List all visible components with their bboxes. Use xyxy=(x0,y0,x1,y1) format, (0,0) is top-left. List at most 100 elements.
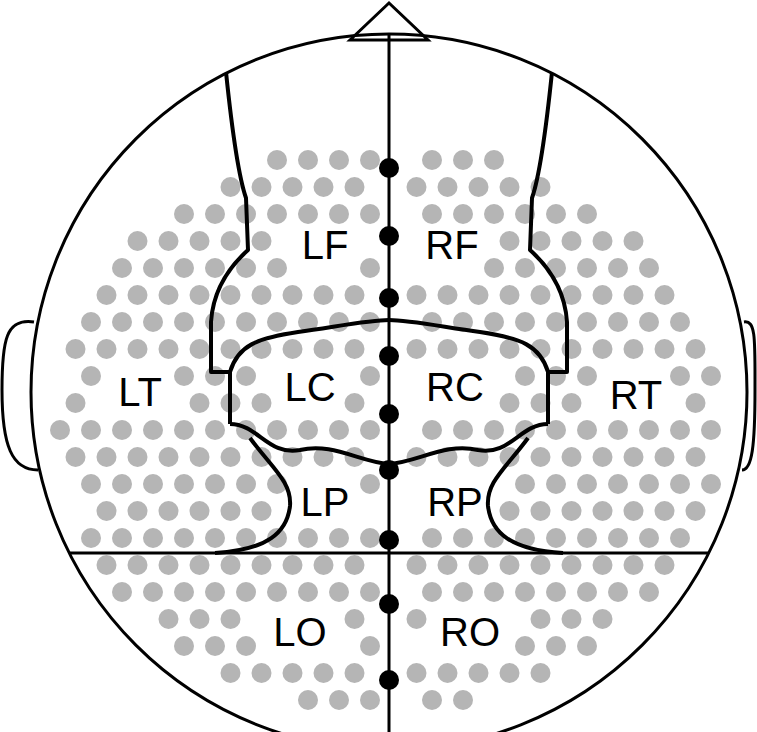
electrode-dot xyxy=(345,339,365,359)
electrode-dot xyxy=(577,636,597,656)
electrode-dot xyxy=(670,366,690,386)
electrode-dot xyxy=(81,528,101,548)
region-label: RP xyxy=(427,482,483,522)
electrode-dot xyxy=(81,366,101,386)
electrode-dot xyxy=(81,312,101,332)
electrode-dot xyxy=(236,474,256,494)
electrode-dot xyxy=(438,555,458,575)
electrode-dot xyxy=(298,690,318,710)
electrode-dot xyxy=(314,339,334,359)
electrode-dot xyxy=(546,204,566,224)
electrode-dot xyxy=(593,501,613,521)
electrode-dot xyxy=(128,555,148,575)
electrode-dot xyxy=(608,312,628,332)
electrode-dot xyxy=(453,528,473,548)
electrode-dot xyxy=(112,582,132,602)
electrode-dot xyxy=(190,501,210,521)
electrode-dot xyxy=(484,312,504,332)
electrode-dot xyxy=(407,609,427,629)
electrode-dot xyxy=(205,204,225,224)
region-label: LT xyxy=(118,372,162,412)
electrode-dot xyxy=(298,204,318,224)
electrode-dot xyxy=(577,258,597,278)
electrode-dot xyxy=(686,501,706,521)
electrode-dot xyxy=(608,528,628,548)
electrode-dot xyxy=(97,447,117,467)
electrode-dot xyxy=(438,285,458,305)
electrode-dot xyxy=(267,420,287,440)
electrode-dot xyxy=(221,501,241,521)
electrode-dot xyxy=(267,204,287,224)
electrode-dot xyxy=(159,555,179,575)
electrode-dot xyxy=(50,420,70,440)
electrode-dot xyxy=(701,366,721,386)
electrode-dot xyxy=(159,609,179,629)
electrode-dot xyxy=(329,150,349,170)
midline-electrode xyxy=(379,594,399,614)
electrode-dot xyxy=(624,285,644,305)
electrode-dot xyxy=(407,339,427,359)
electrode-dot xyxy=(515,636,535,656)
electrode-dot xyxy=(190,231,210,251)
electrode-dot xyxy=(190,609,210,629)
electrode-dot xyxy=(686,393,706,413)
electrode-dot xyxy=(531,501,551,521)
electrode-dot xyxy=(562,231,582,251)
electrode-dot xyxy=(236,636,256,656)
electrode-dot xyxy=(562,393,582,413)
electrode-dot xyxy=(608,582,628,602)
electrode-dot xyxy=(438,177,458,197)
electrode-dot xyxy=(360,474,380,494)
electrode-dot xyxy=(236,366,256,386)
left-ear xyxy=(2,322,38,470)
electrode-dot xyxy=(97,555,117,575)
electrode-dot xyxy=(298,420,318,440)
electrode-dot xyxy=(329,204,349,224)
electrode-dot xyxy=(329,420,349,440)
midline-electrode xyxy=(379,670,399,690)
electrode-dot xyxy=(608,258,628,278)
midline-electrode xyxy=(379,404,399,424)
electrode-dot xyxy=(360,582,380,602)
electrode-dot xyxy=(329,690,349,710)
electrode-dot xyxy=(159,501,179,521)
electrode-dot xyxy=(236,312,256,332)
electrode-dot xyxy=(174,204,194,224)
electrode-dot xyxy=(655,285,675,305)
electrode-dot xyxy=(624,447,644,467)
electrode-dot xyxy=(128,285,148,305)
electrode-dot xyxy=(97,501,117,521)
electrode-dot xyxy=(174,420,194,440)
electrode-dot xyxy=(500,177,520,197)
region-label: LC xyxy=(284,367,335,407)
electrode-dot xyxy=(283,339,303,359)
electrode-dot xyxy=(593,609,613,629)
electrode-dot xyxy=(546,312,566,332)
electrode-dot xyxy=(159,447,179,467)
electrode-dot xyxy=(252,663,272,683)
electrode-dot xyxy=(128,339,148,359)
electrode-dot xyxy=(469,555,489,575)
electrode-dot xyxy=(701,474,721,494)
electrode-dot xyxy=(205,528,225,548)
electrode-dot xyxy=(143,258,163,278)
electrode-dot xyxy=(562,447,582,467)
electrode-dot xyxy=(360,258,380,278)
electrode-dot xyxy=(639,474,659,494)
electrode-dot xyxy=(500,285,520,305)
electrode-dot xyxy=(66,447,86,467)
electrode-dot xyxy=(500,231,520,251)
electrode-dot xyxy=(174,366,194,386)
electrode-dot xyxy=(407,285,427,305)
electrode-dot xyxy=(655,447,675,467)
electrode-dot xyxy=(314,285,334,305)
electrode-dot xyxy=(283,177,303,197)
electrode-dot xyxy=(66,339,86,359)
electrode-dot xyxy=(112,258,132,278)
electrode-dot xyxy=(314,663,334,683)
electrode-dot xyxy=(546,528,566,548)
electrode-dot xyxy=(639,312,659,332)
electrode-dot xyxy=(655,555,675,575)
